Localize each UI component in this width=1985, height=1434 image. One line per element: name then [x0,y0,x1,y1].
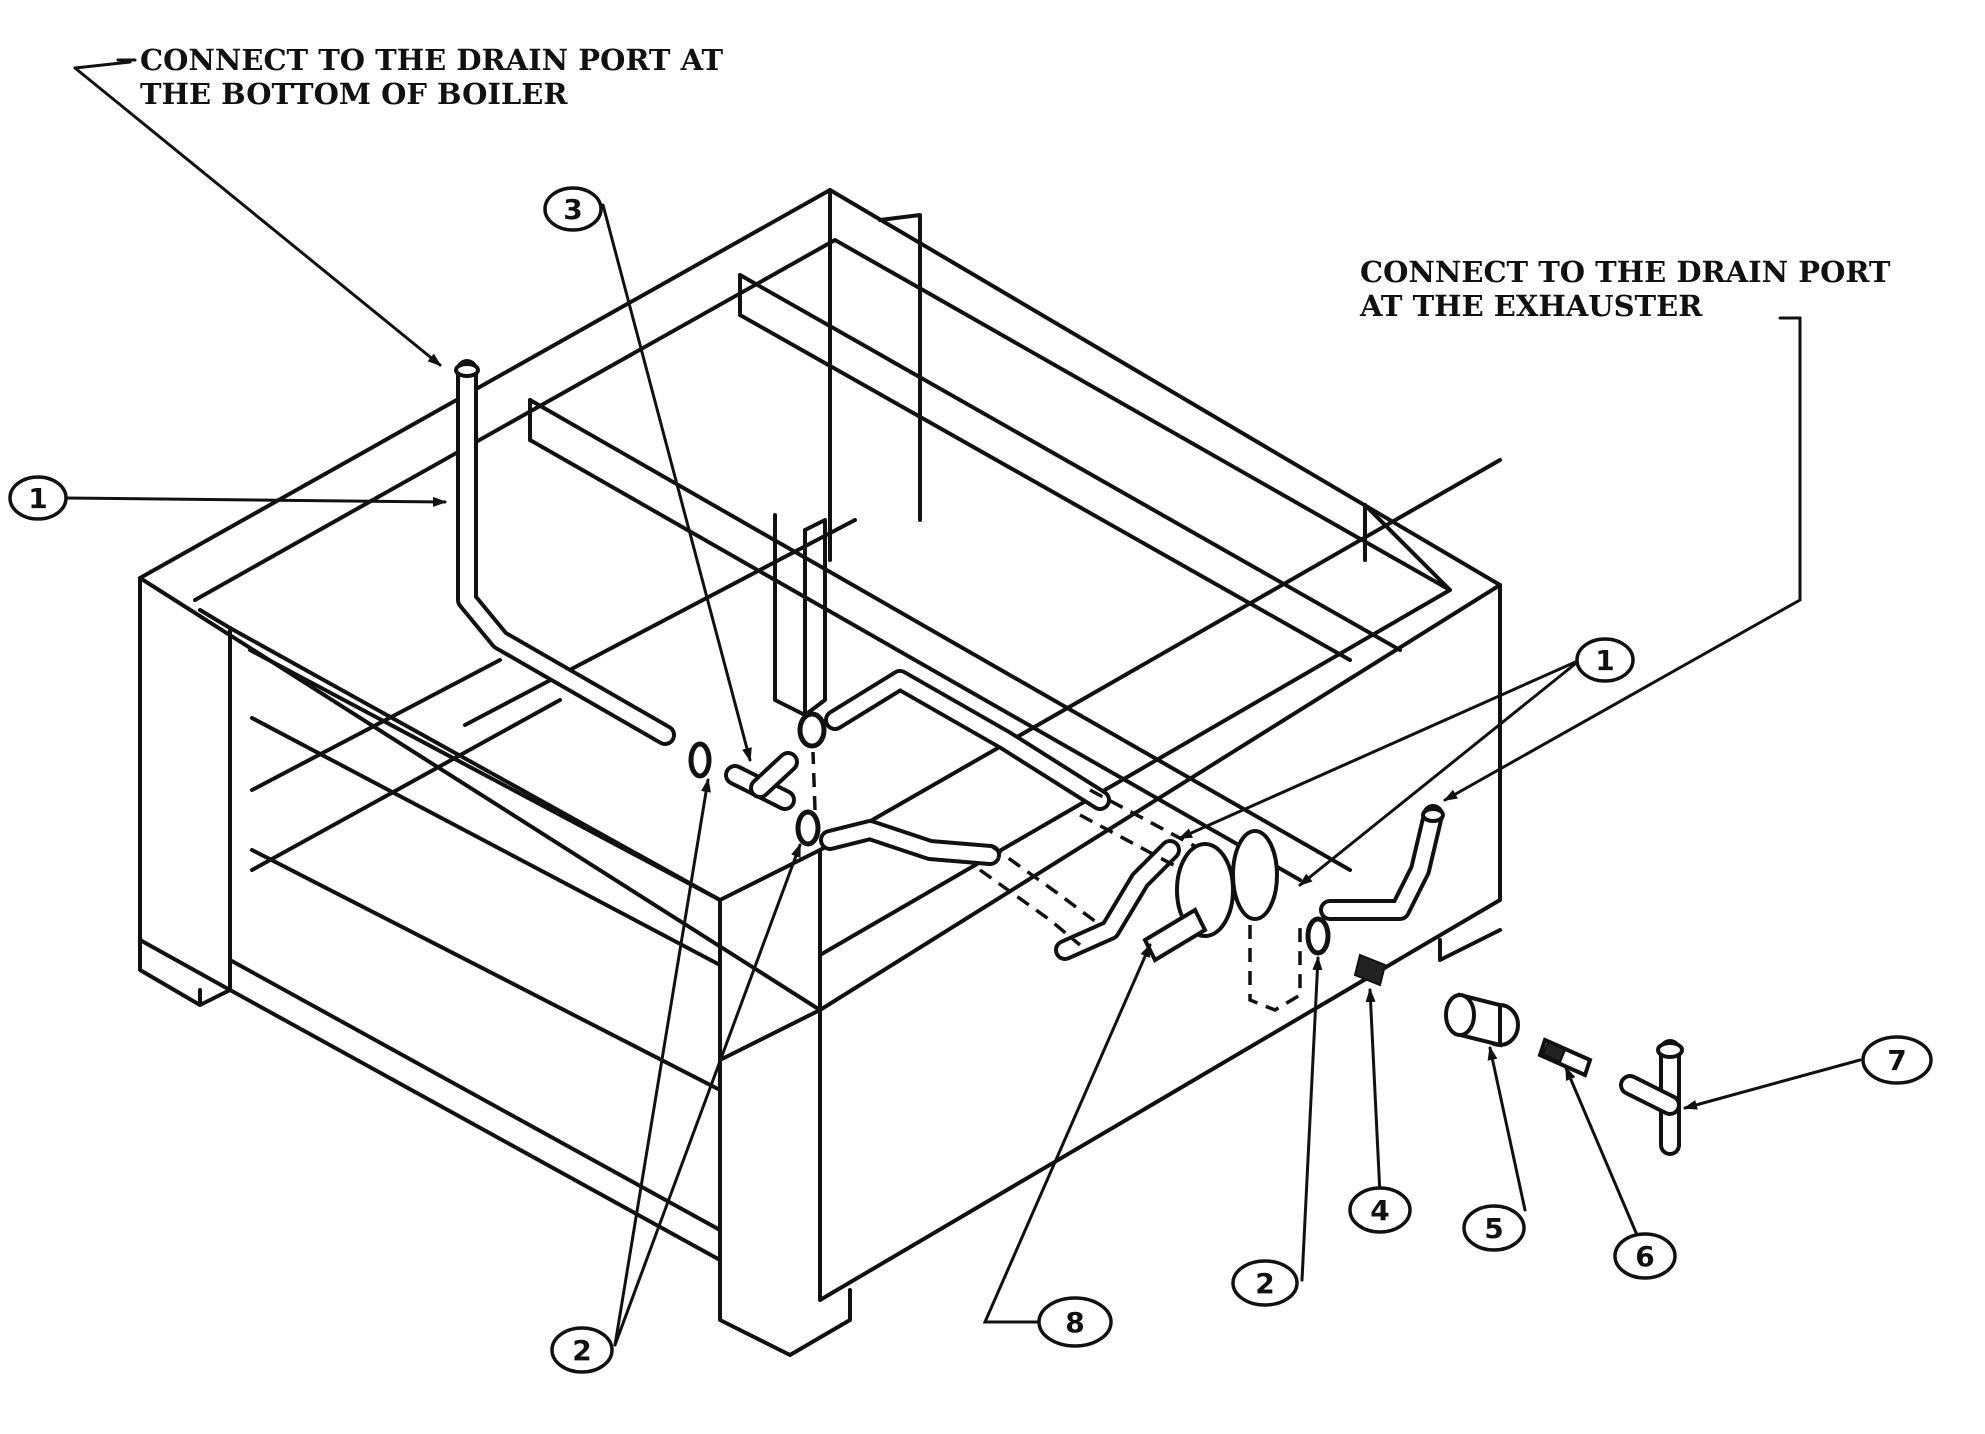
callout-5-label: 5 [1484,1212,1503,1245]
callout-4-label: 4 [1370,1194,1389,1227]
callout-3-label: 3 [563,193,582,226]
callout-5: 5 [1462,1204,1526,1252]
note-exhauster-line2: AT THE EXHAUSTER [1359,289,1703,323]
callout-1-left-label: 1 [28,482,47,515]
fitting-part-4 [1353,953,1387,987]
stand-frame [138,188,1502,1357]
tee-outlet-part-7 [1619,1039,1684,1156]
callout-4: 4 [1348,1186,1412,1234]
note-boiler-line2: THE BOTTOM OF BOILER [140,77,568,111]
leader-lines [64,60,1862,1347]
coupling-part-5 [1444,992,1520,1048]
callout-2-left: 2 [550,1326,614,1374]
tee-fitting [724,751,799,811]
callout-6: 6 [1613,1232,1677,1280]
callout-2-left-label: 2 [572,1334,591,1367]
nipple-part-6 [1537,1037,1593,1078]
drain-pipe-left [454,359,676,746]
callout-1-right-label: 1 [1595,644,1614,677]
note-exhauster: CONNECT TO THE DRAIN PORT AT THE EXHAUST… [1359,255,1891,323]
callout-6-label: 6 [1635,1240,1654,1273]
callout-8-label: 8 [1065,1306,1084,1339]
gaskets [688,711,1331,956]
callout-1-right: 1 [1575,637,1635,683]
note-exhauster-line1: CONNECT TO THE DRAIN PORT [1360,255,1891,289]
callout-1-left: 1 [8,475,68,521]
clamp-assembly [1142,829,1279,963]
drain-pipe-right [819,669,1445,961]
note-boiler-line1: CONNECT TO THE DRAIN PORT AT [140,43,724,77]
hidden-pipe-runs [978,788,1302,1012]
callout-2-right: 2 [1231,1259,1299,1307]
callout-8: 8 [1037,1296,1113,1348]
callout-3: 3 [543,186,603,232]
callout-7-label: 7 [1887,1044,1906,1077]
callout-2-right-label: 2 [1255,1267,1274,1300]
callout-7: 7 [1861,1035,1933,1085]
note-boiler: CONNECT TO THE DRAIN PORT AT THE BOTTOM … [116,43,724,111]
